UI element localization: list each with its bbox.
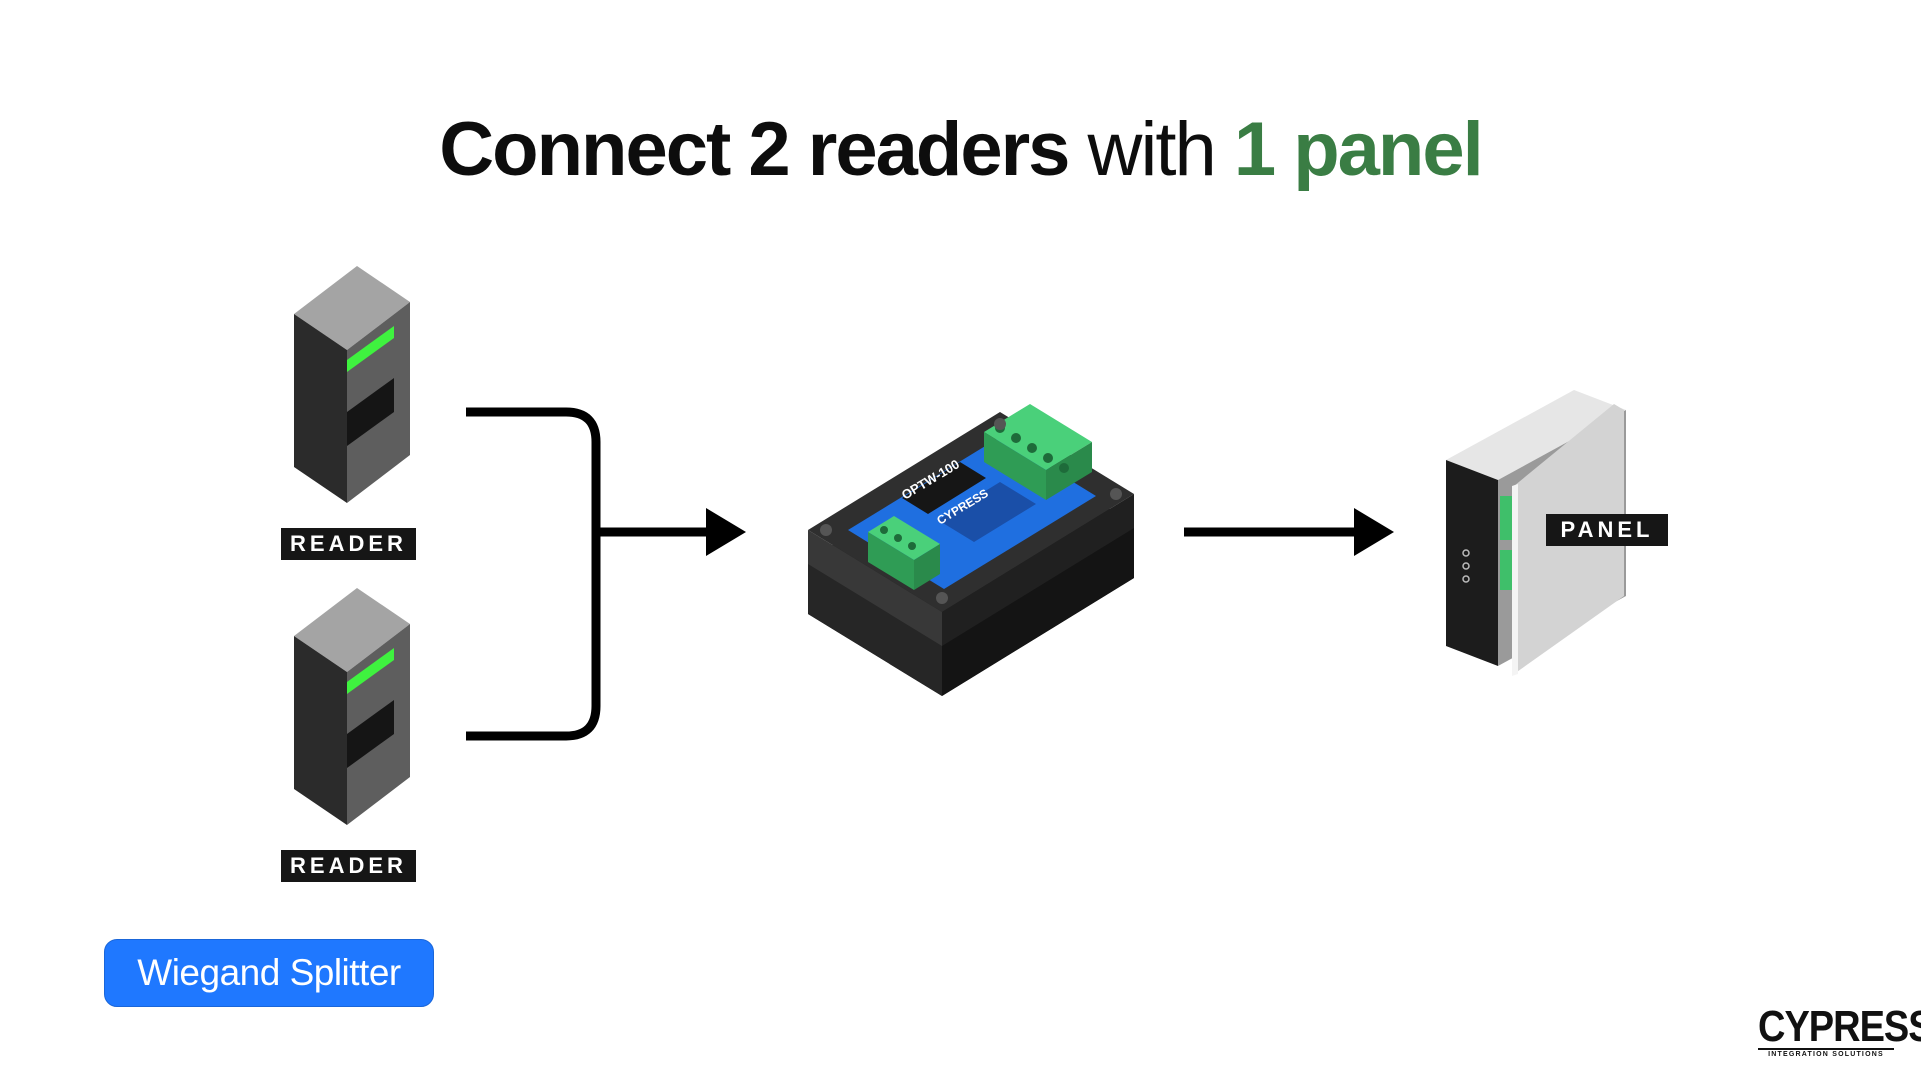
reader-top-icon [294, 266, 410, 503]
logo-tagline: INTEGRATION SOLUTIONS [1758, 1048, 1894, 1058]
reader-bottom-label: READER [281, 850, 416, 882]
reader-connector-lines [466, 407, 601, 741]
panel-label: PANEL [1546, 514, 1668, 546]
reader-top-label: READER [281, 528, 416, 560]
wiegand-splitter-device: OPTW-100 CYPRESS [808, 404, 1134, 696]
logo-name: CYPRESS [1758, 1002, 1921, 1052]
cypress-logo: CYPRESS INTEGRATION SOLUTIONS [1758, 1002, 1921, 1058]
arrow-to-panel [1184, 508, 1394, 556]
page-title: Connect 2 readers with 1 panel [0, 112, 1921, 188]
title-part-with: with [1068, 107, 1234, 192]
wiegand-splitter-button[interactable]: Wiegand Splitter [104, 939, 434, 1007]
arrow-to-splitter [600, 508, 746, 556]
reader-bottom-icon [294, 588, 410, 825]
panel-cabinet-icon [1446, 390, 1626, 676]
title-part-panel: 1 panel [1233, 107, 1484, 192]
title-part-readers: Connect 2 readers [439, 107, 1070, 192]
